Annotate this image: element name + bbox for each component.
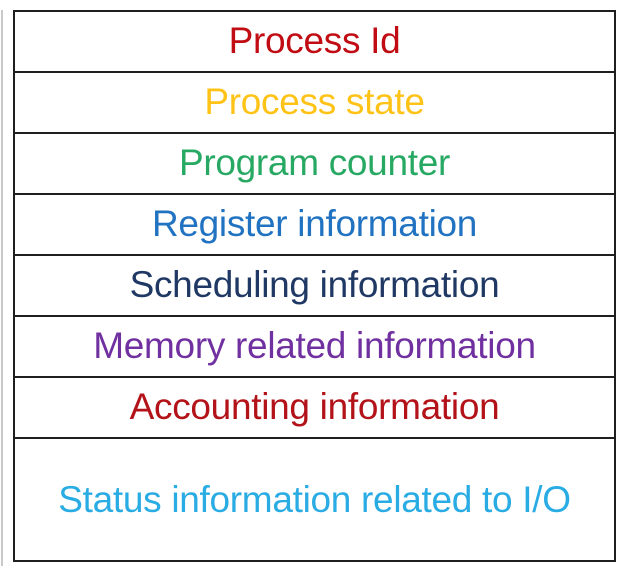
table-row-process-state: Process state: [15, 73, 614, 134]
row-label-process-id: Process Id: [228, 20, 401, 62]
pcb-table: Process Id Process state Program counter…: [13, 10, 616, 562]
row-label-scheduling-information: Scheduling information: [129, 264, 500, 306]
row-label-register-information: Register information: [151, 203, 478, 245]
table-row-process-id: Process Id: [15, 12, 614, 73]
table-row-register-information: Register information: [15, 195, 614, 256]
table-row-scheduling-information: Scheduling information: [15, 256, 614, 317]
table-row-program-counter: Program counter: [15, 134, 614, 195]
row-label-program-counter: Program counter: [178, 142, 451, 184]
page-edge-line: [1, 10, 3, 566]
table-row-status-information-io: Status information related to I/O: [15, 439, 614, 560]
row-label-memory-related-information: Memory related information: [93, 325, 536, 367]
row-label-process-state: Process state: [204, 81, 425, 123]
row-label-accounting-information: Accounting information: [129, 386, 500, 428]
table-row-memory-related-information: Memory related information: [15, 317, 614, 378]
row-label-status-information-io: Status information related to I/O: [58, 478, 571, 520]
table-row-accounting-information: Accounting information: [15, 378, 614, 439]
